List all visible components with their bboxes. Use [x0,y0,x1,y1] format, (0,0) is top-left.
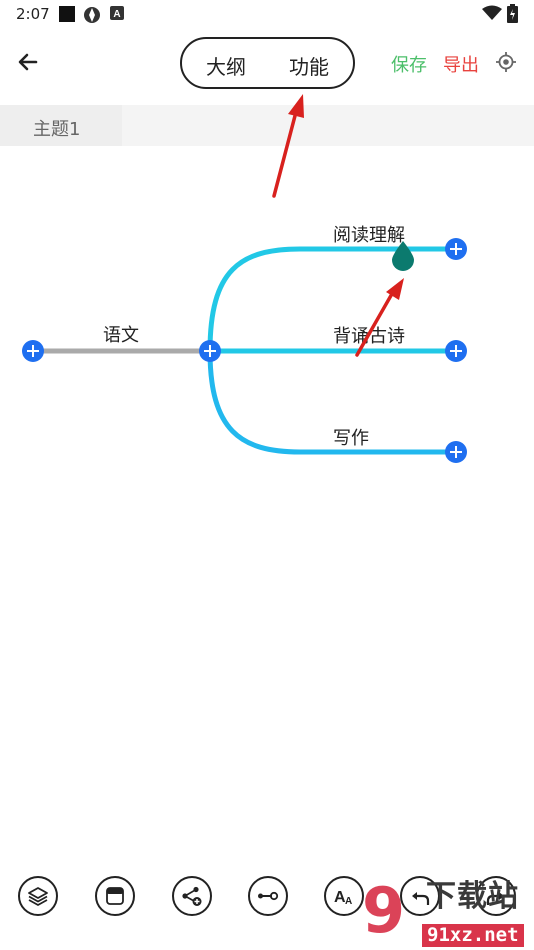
watermark-mark: 9 [362,874,406,947]
layers-button[interactable] [18,876,58,916]
mindmap-lines [22,238,467,463]
add-node-button-poems[interactable] [445,340,467,362]
tab-strip: 主题1 [0,105,534,146]
watermark-url: 91xz.net [422,924,524,947]
status-bar: 2:07 A [0,0,534,28]
font-size-button[interactable]: A A [324,876,364,916]
battery-icon [507,4,518,23]
export-button[interactable]: 导出 [443,55,479,76]
mindmap-canvas[interactable]: 语文 阅读理解 背诵古诗 写作 [0,146,534,866]
mode-toggle: 大纲 功能 [180,37,355,89]
layers-icon [28,887,48,906]
add-node-button-root[interactable] [22,340,44,362]
add-node-button-writing[interactable] [445,441,467,463]
drag-handle-icon[interactable] [392,241,414,271]
connect-line-button[interactable] [248,876,288,916]
add-child-node-button[interactable] [172,876,212,916]
redo-button[interactable] [476,876,516,916]
wifi-icon [482,5,502,20]
watermark-text: 下载站 [426,879,519,914]
undo-icon [412,892,430,905]
square-icon [59,6,75,22]
svg-text:A: A [334,889,346,906]
tab-outline[interactable]: 大纲 [206,55,246,79]
branch-node-writing[interactable]: 写作 [333,428,369,449]
svg-text:A: A [113,9,120,20]
locate-icon[interactable] [495,51,517,73]
branch-node-poems[interactable]: 背诵古诗 [333,326,405,347]
arrow-left-icon[interactable] [14,48,42,76]
add-node-button-reading[interactable] [445,238,467,260]
aperture-icon [84,7,100,23]
branch-line-writing [207,350,456,455]
connect-line-icon [258,891,279,901]
undo-button[interactable] [400,876,440,916]
window-button[interactable] [95,876,135,916]
add-child-node-icon [182,886,202,906]
branch-line-reading [207,246,456,352]
svg-text:A: A [345,896,352,907]
window-icon [106,887,124,905]
redo-icon [486,892,504,905]
root-node-label[interactable]: 语文 [103,325,139,346]
add-node-button-center[interactable] [199,340,221,362]
watermark-logo: 9 下载站 91xz.net [362,876,534,950]
tab-function[interactable]: 功能 [289,55,329,79]
branch-node-reading[interactable]: 阅读理解 [333,225,405,246]
font-a-icon: A [110,6,124,20]
font-size-icon: A A [334,889,352,907]
tab-theme-1[interactable]: 主题1 [0,105,122,146]
top-bar: 大纲 功能 保存 导出 [0,28,534,98]
bottom-toolbar: A A [0,876,534,924]
save-button[interactable]: 保存 [391,55,427,76]
status-time: 2:07 [16,5,50,23]
